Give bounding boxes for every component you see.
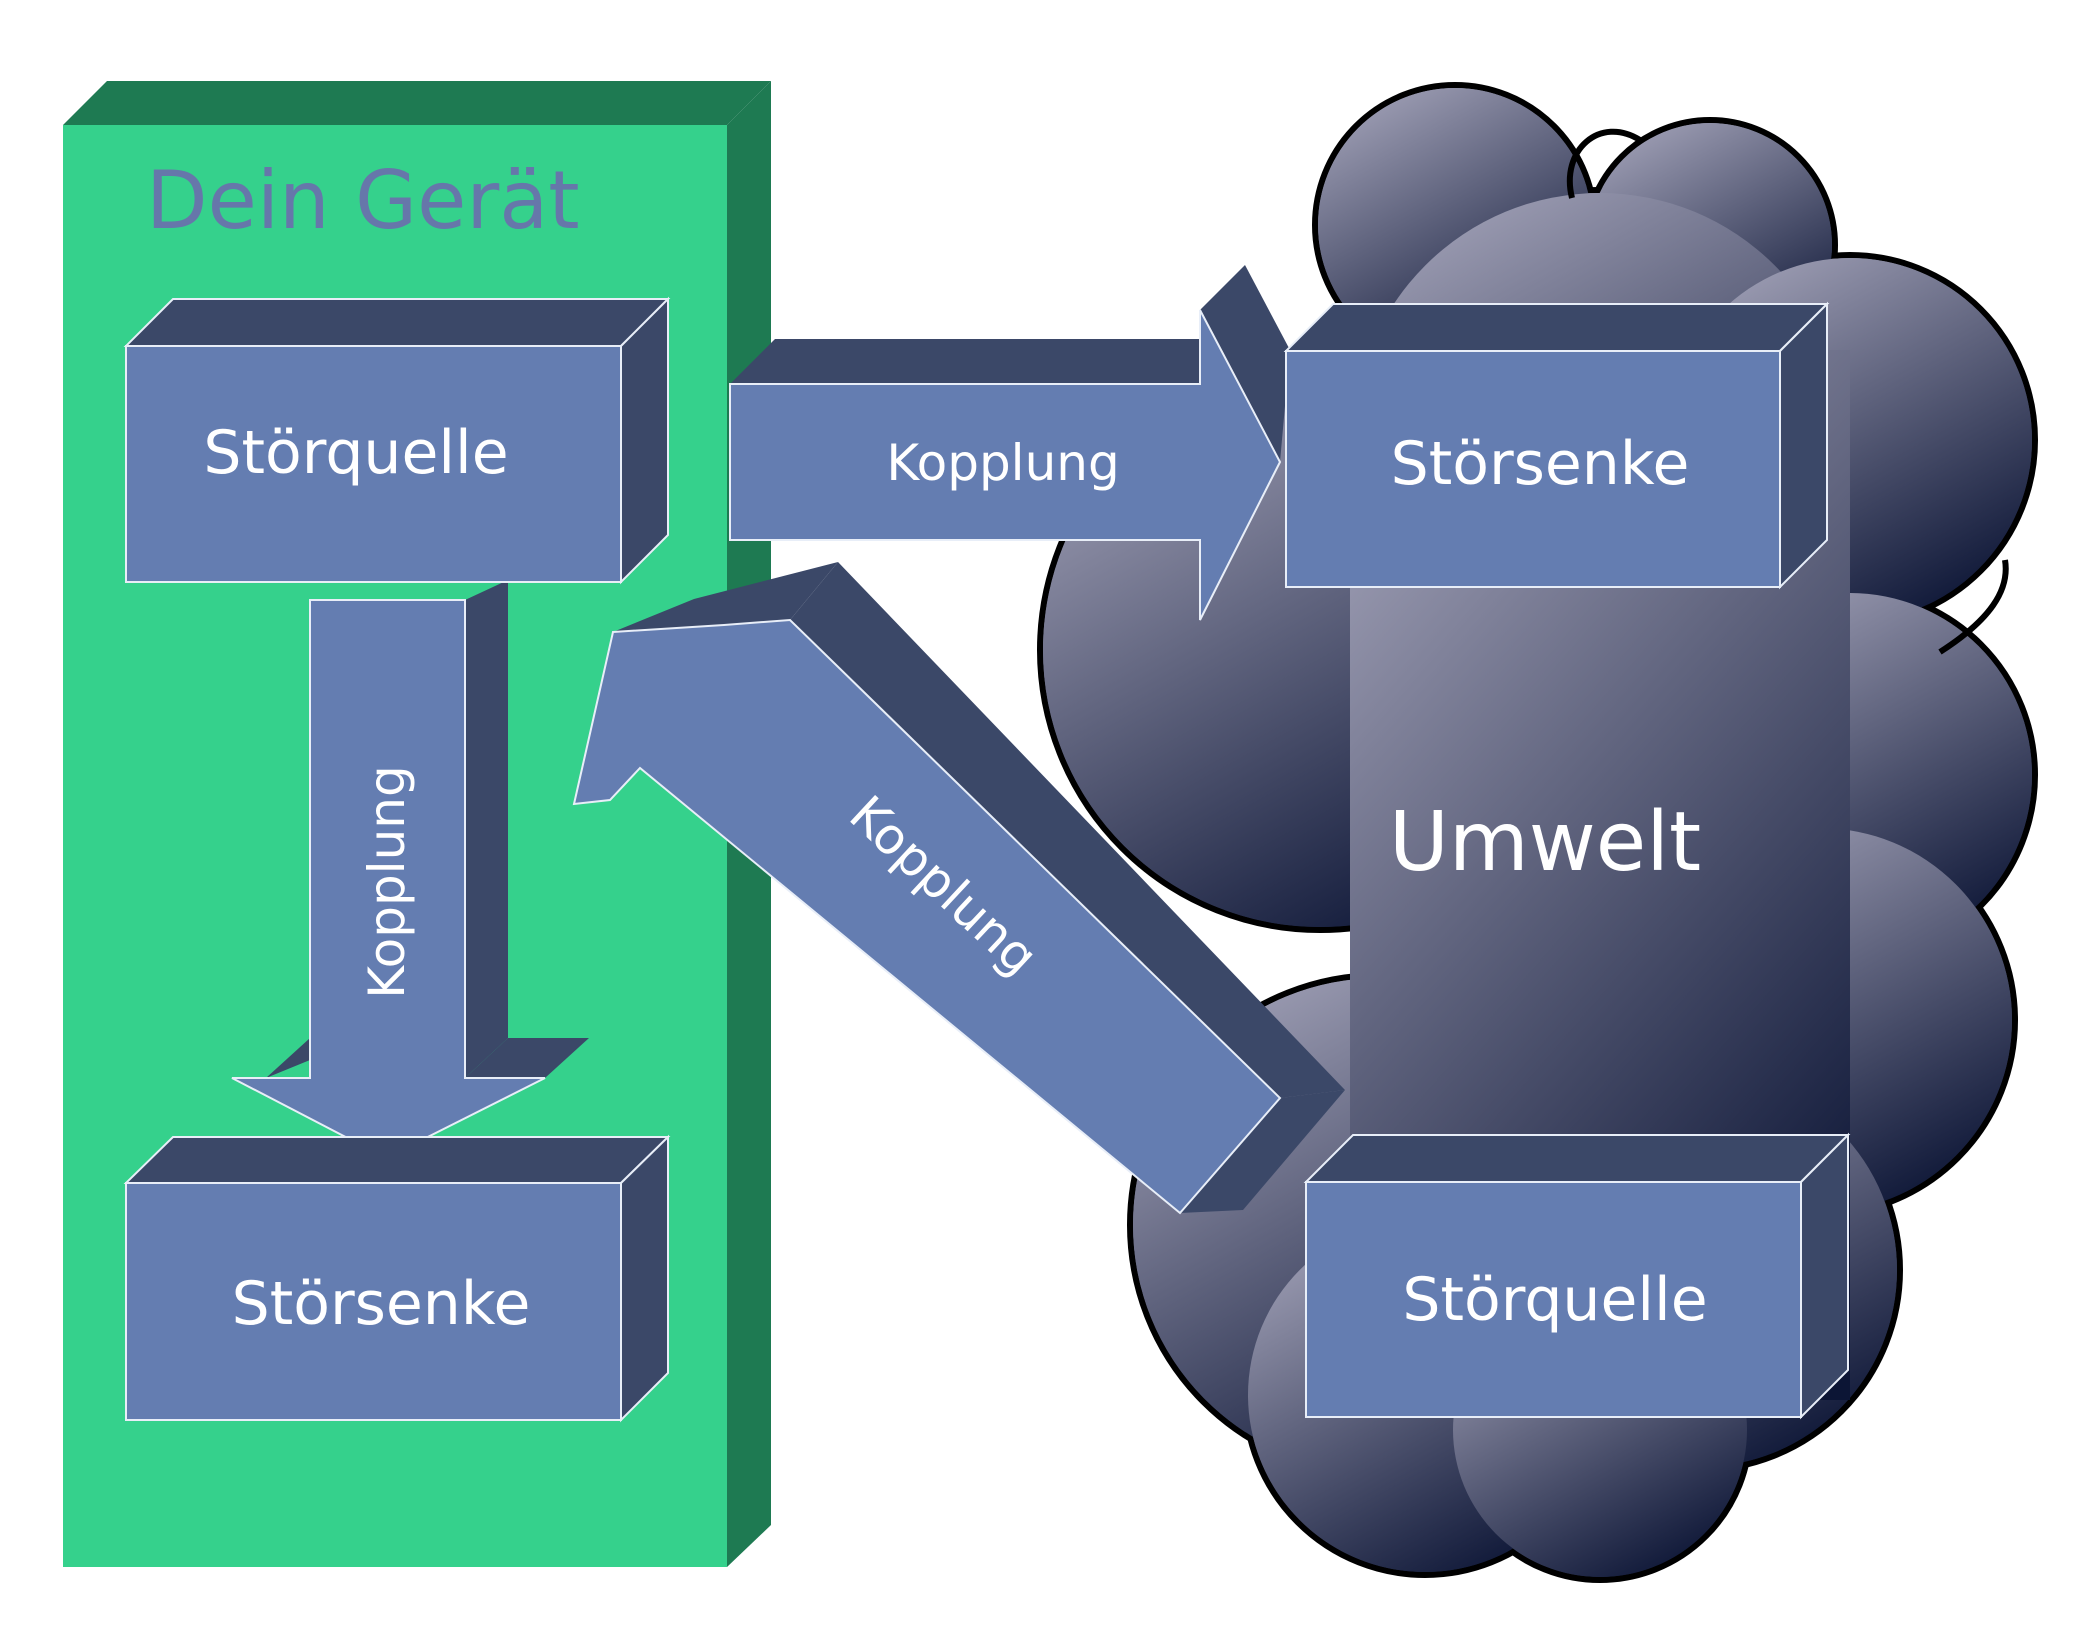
device-block-top — [63, 81, 771, 125]
coupling-arrow-to-environment: Kopplung — [729, 265, 1290, 621]
environment-sink-label: Störsenke — [1391, 429, 1690, 499]
coupling-arrow-to-device: Kopplung — [572, 562, 1345, 1215]
environment-sink-box: Störsenke — [1283, 301, 1830, 590]
environment-source-box: Störquelle — [1303, 1132, 1851, 1420]
environment-title: Umwelt — [1389, 795, 1701, 890]
device-title: Dein Gerät — [146, 154, 580, 247]
device-sink-label: Störsenke — [232, 1269, 531, 1339]
coupling-arrow-internal: Kopplung — [231, 580, 589, 1160]
environment-source-label: Störquelle — [1402, 1265, 1707, 1335]
coupling-label-internal: Kopplung — [358, 765, 416, 998]
device-source-label: Störquelle — [203, 418, 508, 488]
coupling-label-to-environment: Kopplung — [886, 434, 1119, 492]
device-sink-box: Störsenke — [123, 1134, 671, 1423]
device-source-box: Störquelle — [123, 296, 671, 585]
